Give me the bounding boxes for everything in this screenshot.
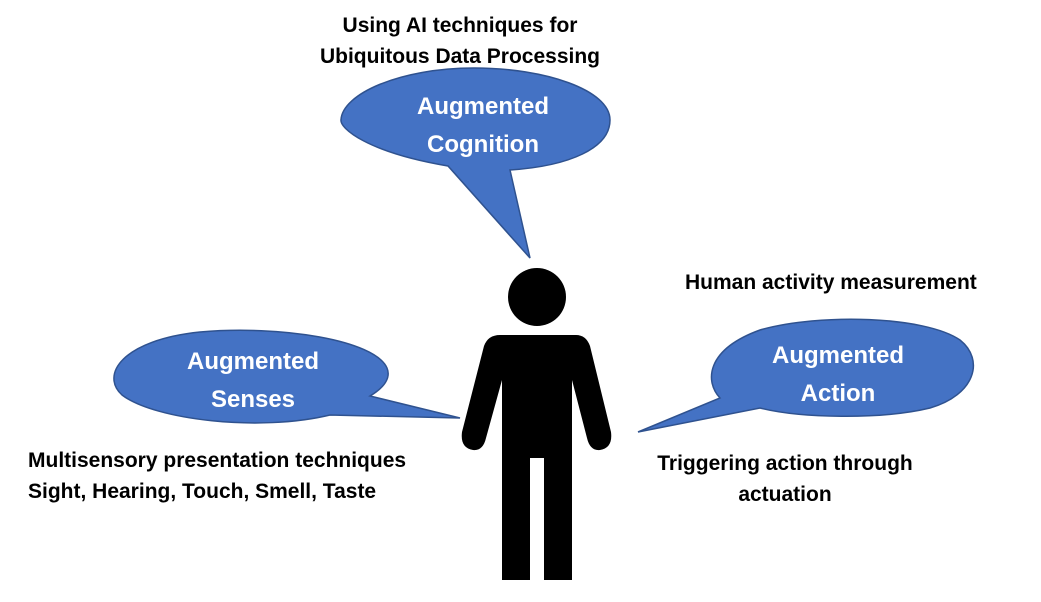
senses-caption-line2: Sight, Hearing, Touch, Smell, Taste	[28, 480, 377, 503]
action-caption: Triggering action through actuation	[640, 448, 930, 510]
person-head	[508, 268, 566, 326]
senses-bubble-label: Augmented Senses	[170, 343, 336, 419]
action-bubble-line1: Augmented	[772, 342, 904, 369]
person-body	[461, 335, 612, 580]
action-bubble-line2: Action	[800, 380, 876, 407]
cognition-bubble	[340, 67, 611, 259]
cognition-bubble-line2: Cognition	[427, 131, 539, 158]
senses-caption: Multisensory presentation techniques Sig…	[28, 445, 406, 507]
measurement-caption: Human activity measurement	[685, 271, 977, 294]
senses-bubble-line1: Augmented	[187, 348, 319, 375]
senses-bubble-line2: Senses	[210, 386, 296, 413]
action-bubble-label: Augmented Action	[755, 337, 921, 413]
senses-bubble	[113, 329, 461, 424]
person-silhouette-icon	[461, 268, 612, 580]
action-caption-line2: actuation	[738, 483, 832, 506]
cognition-caption-line1: Using AI techniques for	[342, 14, 578, 37]
cognition-bubble-label: Augmented Cognition	[400, 88, 566, 164]
cognition-caption-line2: Ubiquitous Data Processing	[319, 45, 601, 68]
cognition-caption: Using AI techniques for Ubiquitous Data …	[300, 10, 620, 72]
action-caption-line1: Triggering action through	[657, 452, 913, 475]
senses-caption-line1: Multisensory presentation techniques	[28, 449, 407, 472]
action-bubble	[637, 318, 975, 433]
cognition-bubble-line1: Augmented	[417, 93, 549, 120]
